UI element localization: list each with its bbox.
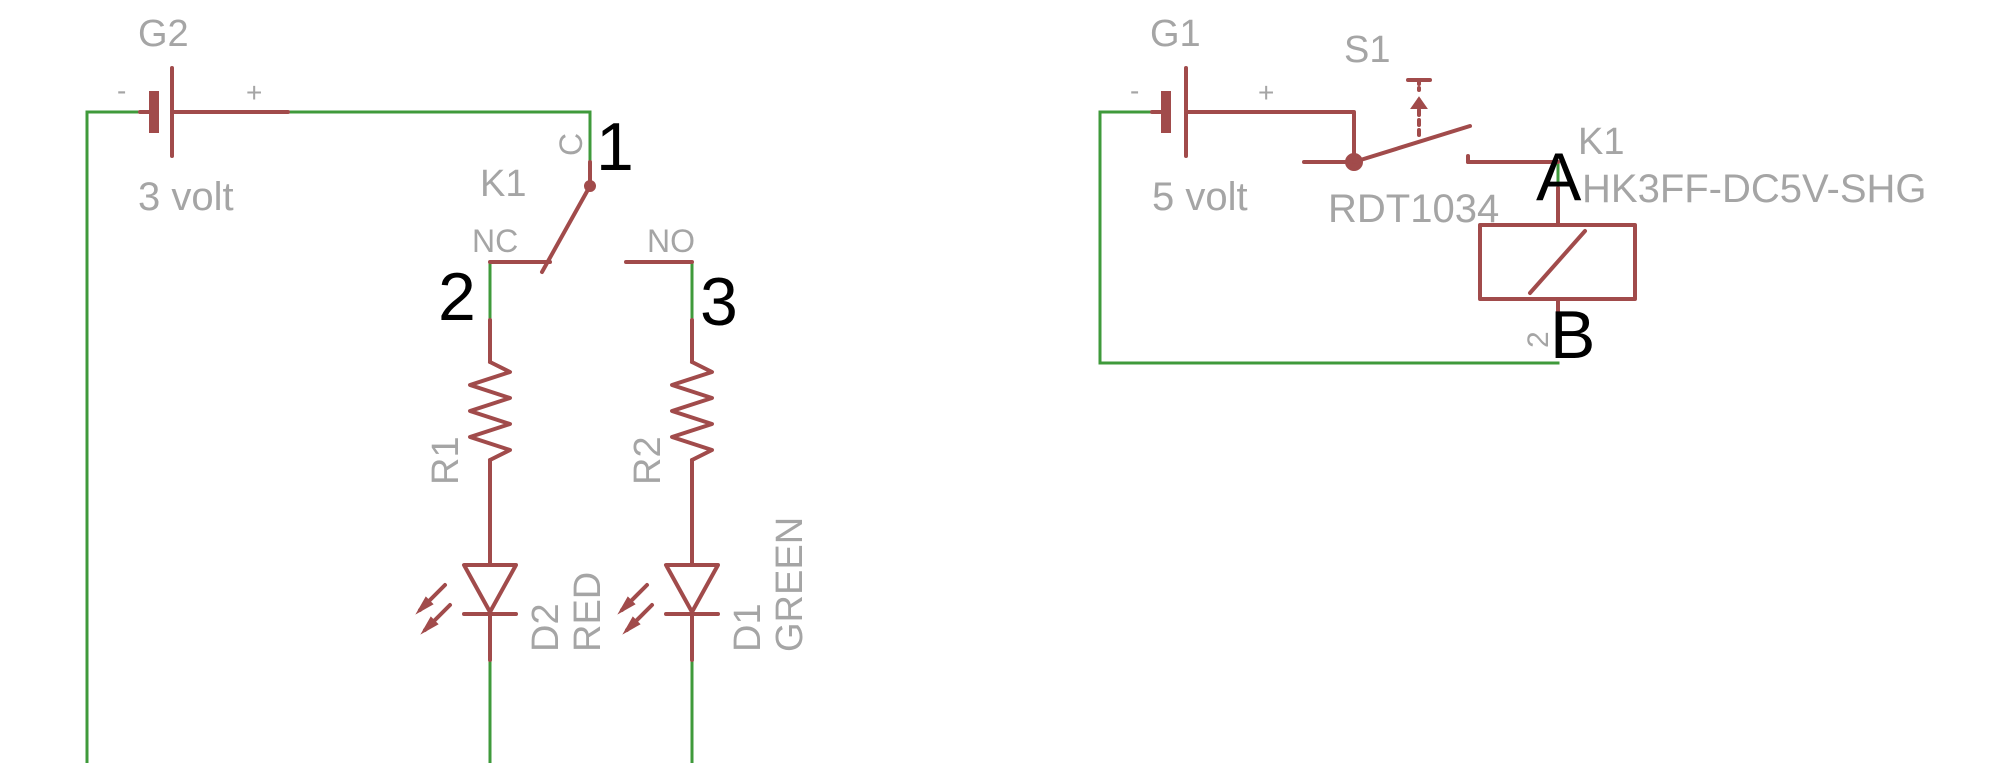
wire-loop-left [85,110,694,763]
led-d2-value: RED [567,572,609,652]
relay-switch-k1: K1 C NC NO 1 2 3 [438,109,738,340]
left-wires [85,110,694,763]
battery-g2-name: G2 [138,13,189,55]
battery-g1-value: 5 volt [1152,175,1248,219]
resistor-r2-name: R2 [627,436,669,485]
led-d1: D1 GREEN [617,517,811,662]
battery-g1-minus: - [1130,75,1139,106]
led-d2: D2 RED [415,563,609,662]
relay-k1-name: K1 [480,163,526,205]
led-d2-name: D2 [525,603,567,652]
resistor-r1: R1 [425,318,512,567]
battery-g1-name: G1 [1150,13,1201,55]
terminal-2: 2 [438,259,476,335]
pushbutton-s1: S1 RDT1034 [1302,29,1560,231]
wire-loop-right [1098,110,1560,365]
terminal-1: 1 [596,109,634,185]
relay-coil-k1: K1 HK3FF-DC5V-SHG 2 A B [1478,121,1927,373]
terminal-3: 3 [700,264,738,340]
battery-g1-plus: + [1258,77,1274,108]
relay-nc-label: NC [472,223,518,259]
battery-g2-minus: - [117,75,126,106]
resistor-r2: R2 [627,318,714,567]
relay-common-label: C [553,133,589,156]
terminal-b: B [1550,297,1595,373]
left-circuit: G2 - + 3 volt K1 C NC NO 1 2 3 R1 [85,13,811,763]
pushbutton-s1-name: S1 [1344,29,1390,71]
relay-coil-name: K1 [1578,121,1624,163]
relay-no-label: NO [647,223,695,259]
battery-g2: G2 - + 3 volt [117,13,290,219]
led-d1-name: D1 [727,603,769,652]
relay-coil-value: HK3FF-DC5V-SHG [1582,167,1927,211]
pushbutton-s1-value: RDT1034 [1328,187,1499,231]
right-circuit: G1 - + 5 volt S1 RDT1034 K1 HK3FF-D [1098,13,1927,373]
right-wires [1098,110,1560,365]
battery-g1: G1 - + 5 volt [1130,13,1356,219]
terminal-a: A [1536,139,1582,215]
led-d1-value: GREEN [769,517,811,652]
relay-coil-pin: 2 [1522,331,1555,348]
resistor-r1-name: R1 [425,436,467,485]
battery-g2-value: 3 volt [138,175,234,219]
battery-g2-plus: + [246,77,262,108]
